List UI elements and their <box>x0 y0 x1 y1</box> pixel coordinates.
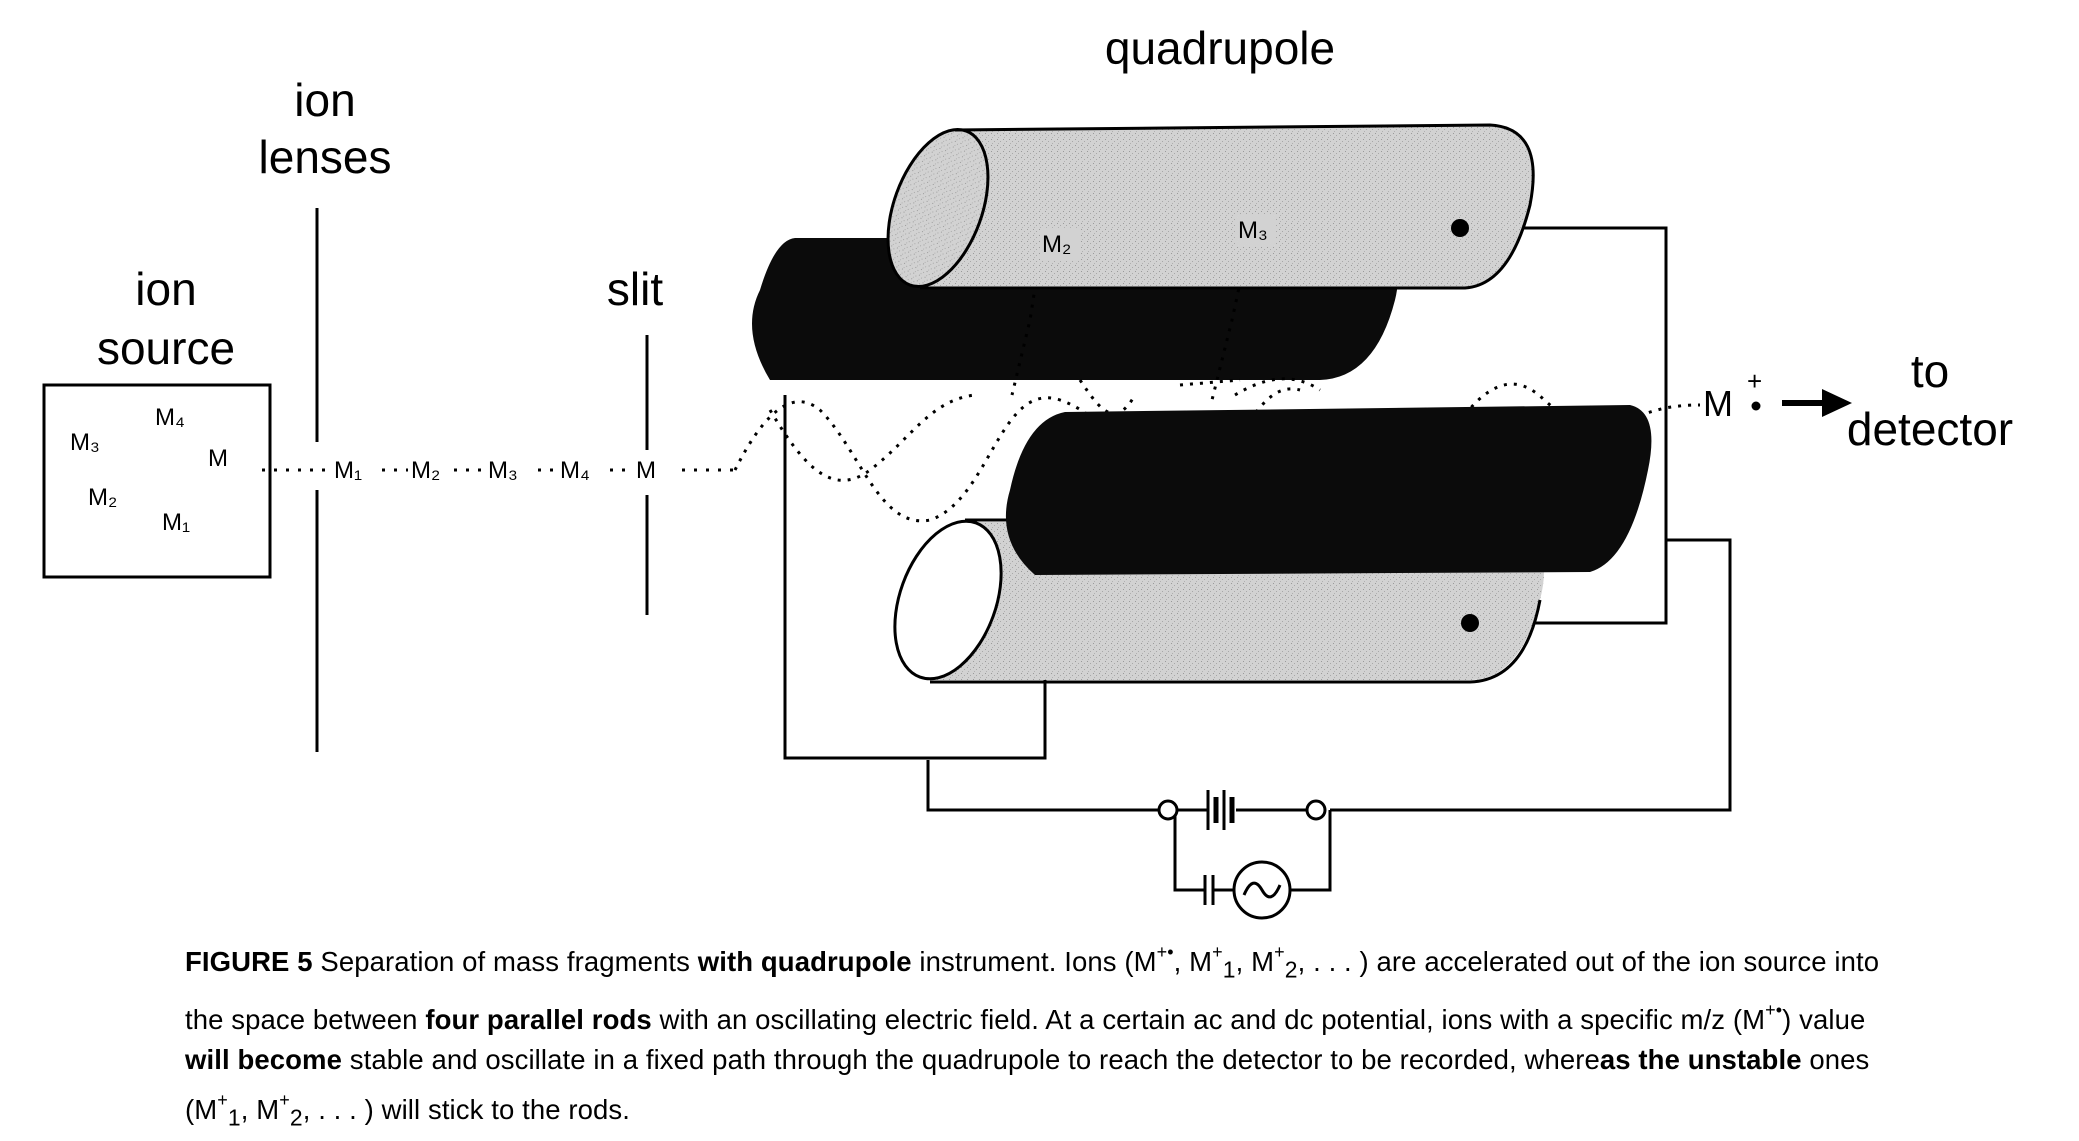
figure-caption: FIGURE 5 Separation of mass fragments wi… <box>185 942 1880 1131</box>
ion-symbol: M+2 <box>256 1089 303 1131</box>
ion-beam: M₁ M₂ M₃ M₄ M <box>262 452 740 484</box>
ion-source-label-2: source <box>97 322 235 374</box>
rod-connector-dot <box>1451 219 1469 237</box>
ion-lenses: ion lenses <box>259 74 392 752</box>
quadrupole-rod-top-front: M₂ M₃ <box>886 123 1535 290</box>
caption-text: with an oscillating electric field. At a… <box>659 1003 1743 1035</box>
ion-lenses-label-2: lenses <box>259 131 392 183</box>
caption-text: ones ( <box>185 1043 1870 1125</box>
caption-bold: rods <box>591 1003 652 1035</box>
to-detector-label-1: to <box>1911 345 1949 397</box>
caption-text: , . . . ) are accelerated out of the ion… <box>185 946 1880 1035</box>
rod-ion-m2: M₂ <box>1042 231 1071 258</box>
source-ion-m2: M₂ <box>88 484 117 511</box>
slit: slit <box>607 263 663 615</box>
ion-source-box: ion source M₃ M₄ M M₂ M₁ <box>42 263 272 579</box>
beam-ion-m1: M₁ <box>334 457 362 484</box>
ion-source-label-1: ion <box>135 263 196 315</box>
ion-symbol: M+1 <box>1189 942 1236 983</box>
to-detector-label-2: detector <box>1847 403 2013 455</box>
ion-symbol: M+• <box>1742 999 1783 1035</box>
source-ion-m: M <box>208 445 228 472</box>
detector-output: M + to detector <box>1703 345 2013 455</box>
ion-symbol: M+1 <box>194 1089 241 1131</box>
caption-text: instrument. Ions ( <box>919 946 1134 977</box>
caption-bold: will become <box>185 1043 342 1075</box>
caption-bold: with quadrupole <box>697 946 912 977</box>
caption-bold: as the unstable <box>1599 1043 1802 1075</box>
quadrupole-rod-bottom-front <box>1005 405 1652 575</box>
quadrupole-diagram: ion source M₃ M₄ M M₂ M₁ ion lenses slit… <box>42 22 2013 920</box>
svg-text:+: + <box>1747 366 1762 396</box>
caption-text: ) value <box>1782 1003 1866 1035</box>
beam-ion-m: M <box>636 457 656 484</box>
detector-ion-label: M <box>1703 383 1733 424</box>
ion-lenses-label-1: ion <box>294 74 355 126</box>
source-ion-m1: M₁ <box>162 509 190 536</box>
caption-bold: four parallel <box>425 1003 585 1035</box>
rod-connector-dot <box>1461 614 1479 632</box>
slit-label: slit <box>607 263 663 315</box>
caption-text: , . . . ) will stick to the rods. <box>302 1093 630 1125</box>
caption-label: FIGURE 5 <box>185 946 313 977</box>
ion-symbol: M+2 <box>1251 942 1298 983</box>
quadrupole-label: quadrupole <box>1105 22 1335 74</box>
caption-text: stable and oscillate in a fixed path thr… <box>349 1043 1600 1075</box>
ion-symbol: M+• <box>1133 942 1174 977</box>
source-ion-m4: M₄ <box>155 404 185 431</box>
power-supply <box>1157 790 1327 920</box>
beam-ion-m2: M₂ <box>411 457 440 484</box>
beam-ion-m3: M₃ <box>488 457 518 484</box>
caption-text: Separation of mass fragments <box>320 946 691 977</box>
source-ion-m3: M₃ <box>70 429 100 456</box>
beam-ion-m4: M₄ <box>560 457 590 484</box>
rod-ion-m3: M₃ <box>1238 217 1268 244</box>
